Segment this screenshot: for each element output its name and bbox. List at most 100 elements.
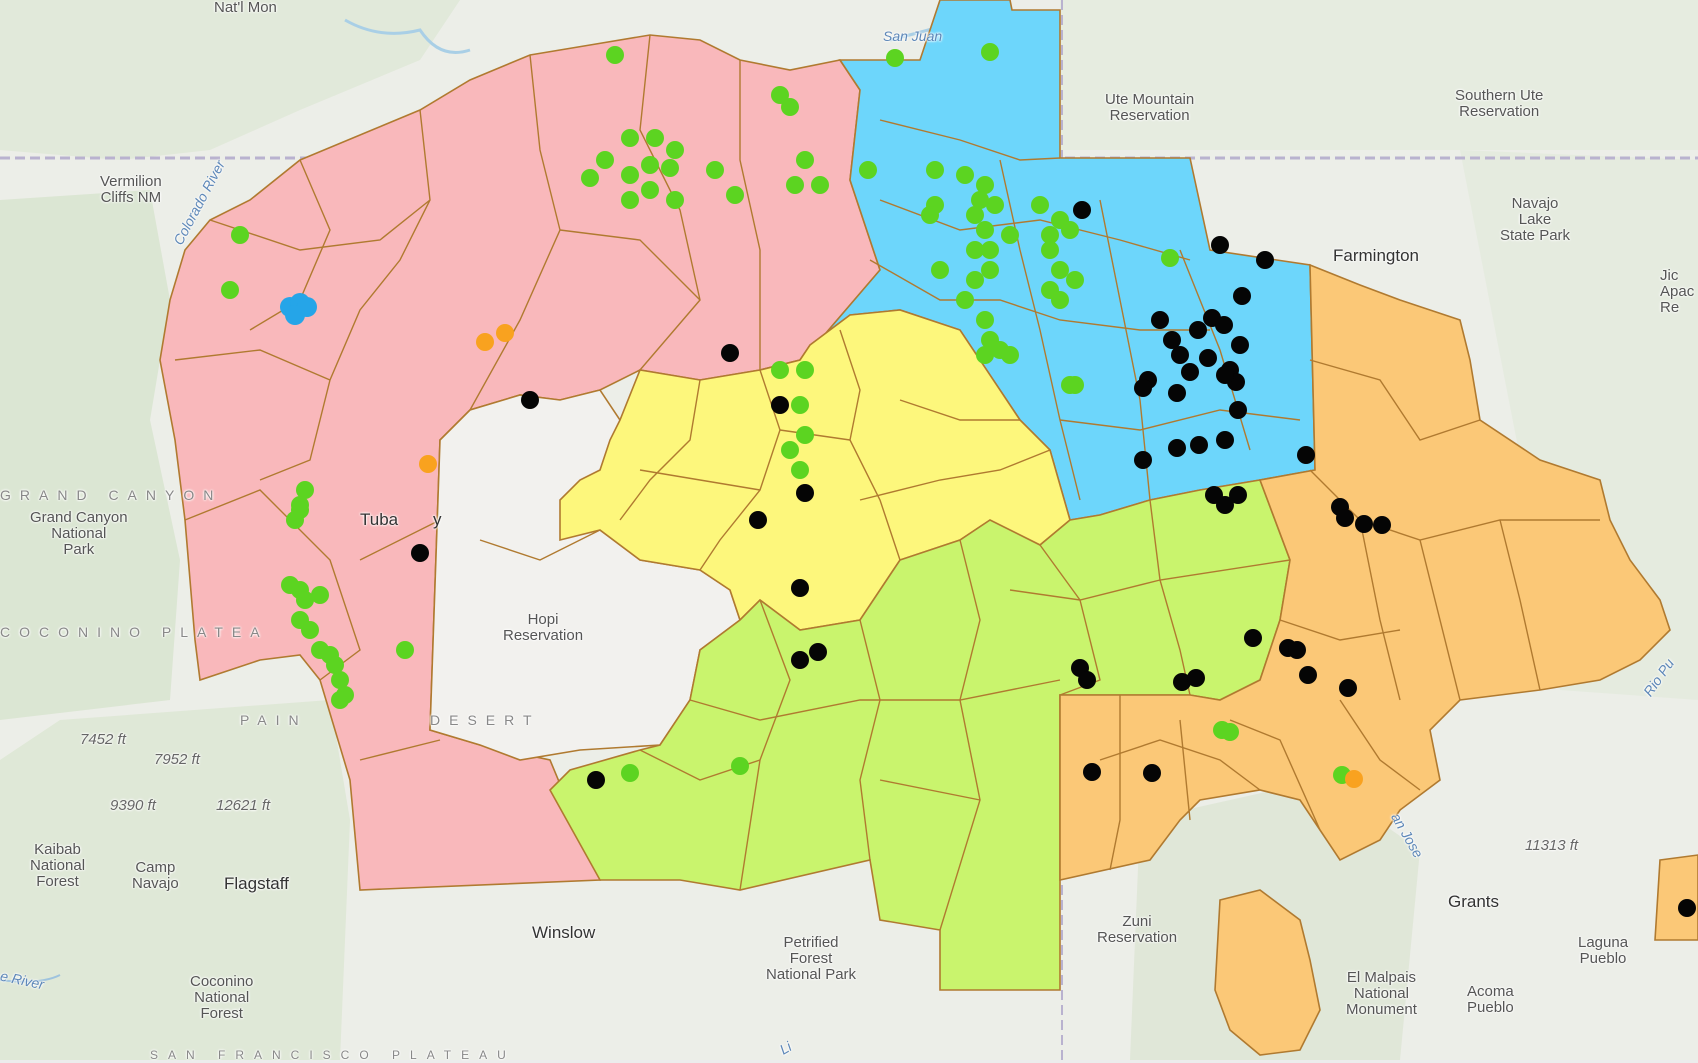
green-point[interactable] bbox=[641, 181, 659, 199]
green-point[interactable] bbox=[1001, 346, 1019, 364]
green-point[interactable] bbox=[1066, 271, 1084, 289]
black-point[interactable] bbox=[1216, 431, 1234, 449]
green-point[interactable] bbox=[621, 764, 639, 782]
green-point[interactable] bbox=[931, 261, 949, 279]
black-point[interactable] bbox=[1171, 346, 1189, 364]
green-point[interactable] bbox=[811, 176, 829, 194]
black-point[interactable] bbox=[1083, 763, 1101, 781]
black-point[interactable] bbox=[791, 651, 809, 669]
black-point[interactable] bbox=[1168, 384, 1186, 402]
green-point[interactable] bbox=[296, 591, 314, 609]
black-point[interactable] bbox=[809, 643, 827, 661]
green-point[interactable] bbox=[956, 291, 974, 309]
green-point[interactable] bbox=[606, 46, 624, 64]
green-point[interactable] bbox=[311, 586, 329, 604]
black-point[interactable] bbox=[1678, 899, 1696, 917]
green-point[interactable] bbox=[666, 191, 684, 209]
black-point[interactable] bbox=[1151, 311, 1169, 329]
green-point[interactable] bbox=[966, 241, 984, 259]
green-point[interactable] bbox=[1061, 221, 1079, 239]
green-point[interactable] bbox=[331, 691, 349, 709]
green-point[interactable] bbox=[1161, 249, 1179, 267]
black-point[interactable] bbox=[1189, 321, 1207, 339]
green-point[interactable] bbox=[661, 159, 679, 177]
green-point[interactable] bbox=[301, 621, 319, 639]
black-point[interactable] bbox=[749, 511, 767, 529]
green-point[interactable] bbox=[796, 426, 814, 444]
black-point[interactable] bbox=[1211, 236, 1229, 254]
black-point[interactable] bbox=[1256, 251, 1274, 269]
eastern-agency-region[interactable] bbox=[1059, 263, 1671, 881]
black-point[interactable] bbox=[1190, 436, 1208, 454]
black-point[interactable] bbox=[1134, 379, 1152, 397]
green-point[interactable] bbox=[1031, 196, 1049, 214]
green-point[interactable] bbox=[971, 191, 989, 209]
green-point[interactable] bbox=[791, 461, 809, 479]
green-point[interactable] bbox=[396, 641, 414, 659]
green-point[interactable] bbox=[231, 226, 249, 244]
black-point[interactable] bbox=[411, 544, 429, 562]
black-point[interactable] bbox=[1288, 641, 1306, 659]
orange-point[interactable] bbox=[476, 333, 494, 351]
black-point[interactable] bbox=[771, 396, 789, 414]
green-point[interactable] bbox=[621, 129, 639, 147]
green-point[interactable] bbox=[981, 43, 999, 61]
green-point[interactable] bbox=[886, 49, 904, 67]
green-point[interactable] bbox=[641, 156, 659, 174]
green-point[interactable] bbox=[1051, 291, 1069, 309]
black-point[interactable] bbox=[1187, 669, 1205, 687]
black-point[interactable] bbox=[1143, 764, 1161, 782]
orange-point[interactable] bbox=[1345, 770, 1363, 788]
black-point[interactable] bbox=[1134, 451, 1152, 469]
black-point[interactable] bbox=[1229, 486, 1247, 504]
black-point[interactable] bbox=[1181, 363, 1199, 381]
green-point[interactable] bbox=[981, 261, 999, 279]
black-point[interactable] bbox=[1173, 673, 1191, 691]
green-point[interactable] bbox=[781, 98, 799, 116]
green-point[interactable] bbox=[781, 441, 799, 459]
black-point[interactable] bbox=[721, 344, 739, 362]
green-point[interactable] bbox=[986, 196, 1004, 214]
green-point[interactable] bbox=[1221, 723, 1239, 741]
black-point[interactable] bbox=[1373, 516, 1391, 534]
green-point[interactable] bbox=[791, 396, 809, 414]
blue-point[interactable] bbox=[285, 305, 305, 325]
green-point[interactable] bbox=[326, 656, 344, 674]
black-point[interactable] bbox=[791, 579, 809, 597]
green-point[interactable] bbox=[731, 757, 749, 775]
green-point[interactable] bbox=[1001, 226, 1019, 244]
green-point[interactable] bbox=[786, 176, 804, 194]
green-point[interactable] bbox=[976, 221, 994, 239]
black-point[interactable] bbox=[1229, 401, 1247, 419]
green-point[interactable] bbox=[976, 176, 994, 194]
black-point[interactable] bbox=[1299, 666, 1317, 684]
green-point[interactable] bbox=[976, 346, 994, 364]
black-point[interactable] bbox=[1231, 336, 1249, 354]
green-point[interactable] bbox=[981, 241, 999, 259]
black-point[interactable] bbox=[1355, 515, 1373, 533]
green-point[interactable] bbox=[726, 186, 744, 204]
green-point[interactable] bbox=[706, 161, 724, 179]
green-point[interactable] bbox=[796, 151, 814, 169]
green-point[interactable] bbox=[221, 281, 239, 299]
black-point[interactable] bbox=[1244, 629, 1262, 647]
green-point[interactable] bbox=[966, 271, 984, 289]
black-point[interactable] bbox=[1199, 349, 1217, 367]
green-point[interactable] bbox=[966, 206, 984, 224]
black-point[interactable] bbox=[1163, 331, 1181, 349]
green-point[interactable] bbox=[331, 671, 349, 689]
black-point[interactable] bbox=[587, 771, 605, 789]
green-point[interactable] bbox=[1041, 241, 1059, 259]
green-point[interactable] bbox=[771, 86, 789, 104]
green-point[interactable] bbox=[926, 161, 944, 179]
orange-point[interactable] bbox=[496, 324, 514, 342]
green-point[interactable] bbox=[976, 311, 994, 329]
orange-point[interactable] bbox=[419, 455, 437, 473]
green-point[interactable] bbox=[796, 361, 814, 379]
green-point[interactable] bbox=[581, 169, 599, 187]
green-point[interactable] bbox=[646, 129, 664, 147]
green-point[interactable] bbox=[666, 141, 684, 159]
black-point[interactable] bbox=[1336, 509, 1354, 527]
